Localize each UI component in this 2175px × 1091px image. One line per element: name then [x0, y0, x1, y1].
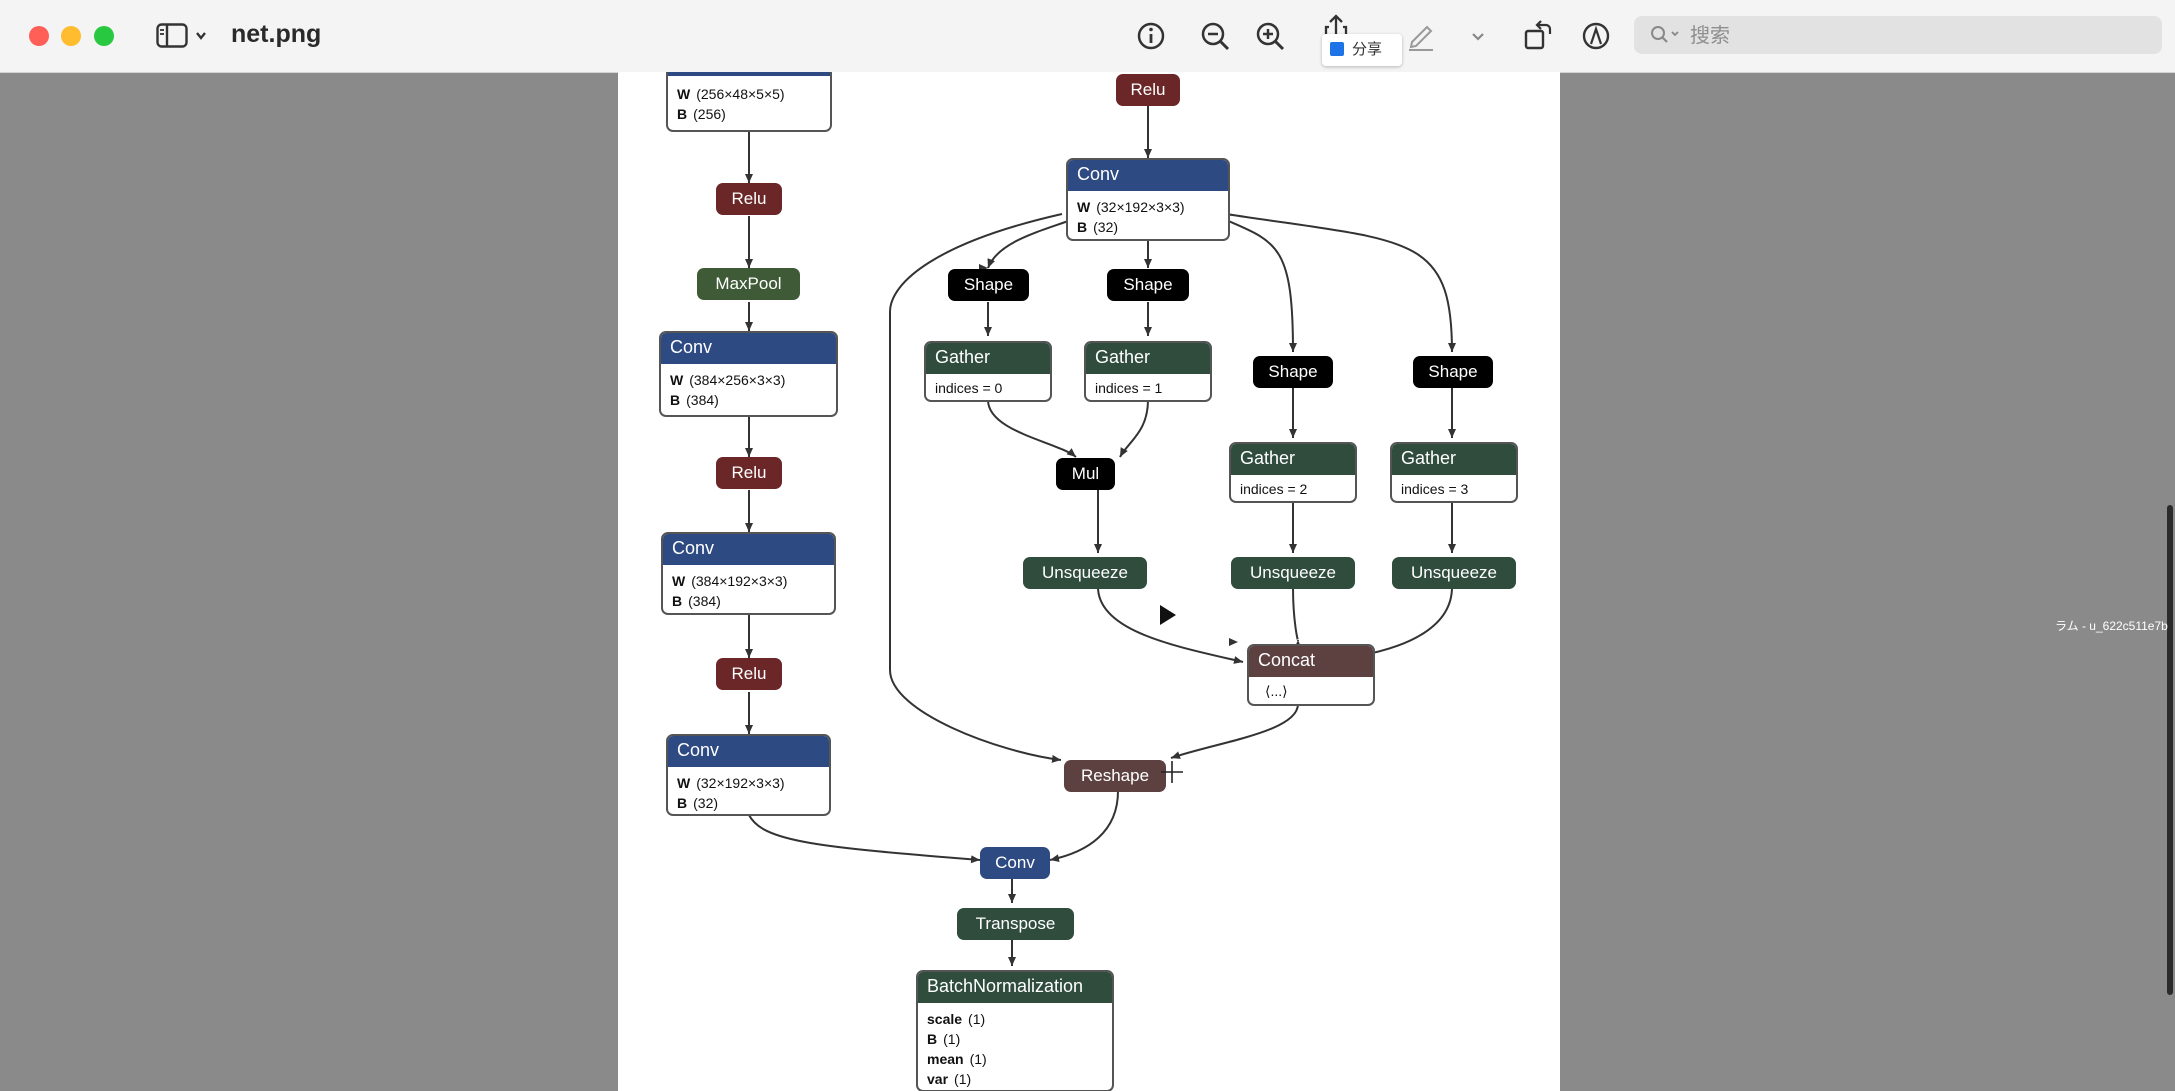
markup-toolbar-button[interactable] [1578, 18, 1614, 54]
markup-icon [1582, 22, 1610, 50]
node-conv-2[interactable]: Conv W(384×256×3×3) B(384) [659, 331, 838, 417]
minimize-window-button[interactable] [61, 26, 81, 46]
node-unsqueeze-2[interactable]: Unsqueeze [1231, 557, 1355, 589]
rotate-icon [1524, 20, 1552, 50]
node-attr: B(384) [672, 593, 721, 609]
node-maxpool[interactable]: MaxPool [697, 268, 800, 300]
markup-options-dropdown[interactable] [1460, 18, 1496, 54]
node-shape-3[interactable]: Shape [1253, 356, 1333, 388]
node-conv-top[interactable]: W(256×48×5×5) B(256) [666, 72, 832, 132]
node-transpose[interactable]: Transpose [957, 908, 1074, 940]
node-attr: W(256×48×5×5) [677, 86, 785, 102]
node-conv-3[interactable]: Conv W(384×192×3×3) B(384) [661, 532, 836, 615]
node-relu-3[interactable]: Relu [716, 658, 782, 690]
node-attr: mean(1) [927, 1051, 987, 1067]
node-batchnorm[interactable]: BatchNormalization scale(1) B(1) mean(1)… [916, 970, 1114, 1091]
graph-edges [745, 106, 1456, 966]
node-attr: ⟨...⟩ [1265, 683, 1288, 699]
node-gather-2[interactable]: Gather indices = 1 [1084, 341, 1212, 402]
search-field[interactable] [1634, 16, 2162, 54]
share-tooltip: 分享 [1322, 34, 1402, 66]
rotate-button[interactable] [1520, 18, 1556, 54]
zoom-in-button[interactable] [1252, 18, 1288, 54]
node-attr: B(384) [670, 392, 719, 408]
node-unsqueeze-3[interactable]: Unsqueeze [1392, 557, 1516, 589]
close-window-button[interactable] [29, 26, 49, 46]
node-conv-4[interactable]: Conv W(32×192×3×3) B(32) [666, 734, 831, 816]
node-attr: B(256) [677, 106, 726, 122]
crosshair-cursor-icon [1161, 761, 1183, 783]
checkbox-icon [1330, 42, 1344, 56]
play-cursor-icon [1160, 605, 1176, 625]
node-reshape[interactable]: Reshape [1064, 760, 1166, 792]
node-attr: B(32) [677, 795, 719, 811]
node-unsqueeze-1[interactable]: Unsqueeze [1023, 557, 1147, 589]
node-gather-1[interactable]: Gather indices = 0 [924, 341, 1052, 402]
vertical-scrollbar[interactable] [2167, 505, 2173, 995]
node-attr: W(384×192×3×3) [672, 573, 788, 589]
node-attr: W(384×256×3×3) [670, 372, 786, 388]
node-relu-2[interactable]: Relu [716, 457, 782, 489]
search-icon [1651, 26, 1679, 43]
window-toolbar: net.png 分享 [0, 0, 2175, 73]
node-concat[interactable]: Concat ⟨...⟩ [1247, 644, 1375, 706]
sidebar-toggle-button[interactable] [156, 22, 214, 50]
node-attr: B(1) [927, 1031, 961, 1047]
node-attr: W(32×192×3×3) [1077, 199, 1185, 215]
info-button[interactable] [1133, 18, 1169, 54]
zoom-in-icon [1256, 22, 1285, 51]
sidebar-icon [156, 23, 206, 48]
zoom-out-icon [1201, 22, 1230, 51]
node-mul[interactable]: Mul [1056, 458, 1115, 490]
node-shape-2[interactable]: Shape [1107, 269, 1189, 301]
node-attr: var(1) [927, 1071, 972, 1087]
node-gather-4[interactable]: Gather indices = 3 [1390, 442, 1518, 503]
chevron-down-icon [1472, 33, 1484, 41]
node-attr: indices = 0 [935, 380, 1003, 396]
window-title: net.png [231, 20, 322, 48]
node-attr: W(32×192×3×3) [677, 775, 785, 791]
node-relu-1[interactable]: Relu [716, 183, 782, 215]
node-conv-merge[interactable]: Conv [980, 847, 1050, 879]
image-canvas: W(256×48×5×5) B(256) Relu MaxPool Conv W… [618, 72, 1560, 1091]
search-input[interactable] [1688, 20, 2152, 52]
node-shape-4[interactable]: Shape [1413, 356, 1493, 388]
pen-icon [1409, 25, 1433, 51]
node-relu-top[interactable]: Relu [1116, 74, 1180, 106]
zoom-out-button[interactable] [1197, 18, 1233, 54]
node-attr: indices = 1 [1095, 380, 1163, 396]
node-attr: indices = 3 [1401, 481, 1469, 497]
node-attr: indices = 2 [1240, 481, 1308, 497]
maximize-window-button[interactable] [94, 26, 114, 46]
node-conv-main[interactable]: Conv W(32×192×3×3) B(32) [1066, 158, 1230, 241]
info-icon [1137, 22, 1165, 50]
side-user-label: ラム - u_622c511e7b [2055, 619, 2168, 633]
node-attr: scale(1) [927, 1011, 986, 1027]
node-shape-1[interactable]: Shape [948, 269, 1029, 301]
markup-pen-button[interactable] [1403, 18, 1439, 54]
node-gather-3[interactable]: Gather indices = 2 [1229, 442, 1357, 503]
node-attr: B(32) [1077, 219, 1119, 235]
